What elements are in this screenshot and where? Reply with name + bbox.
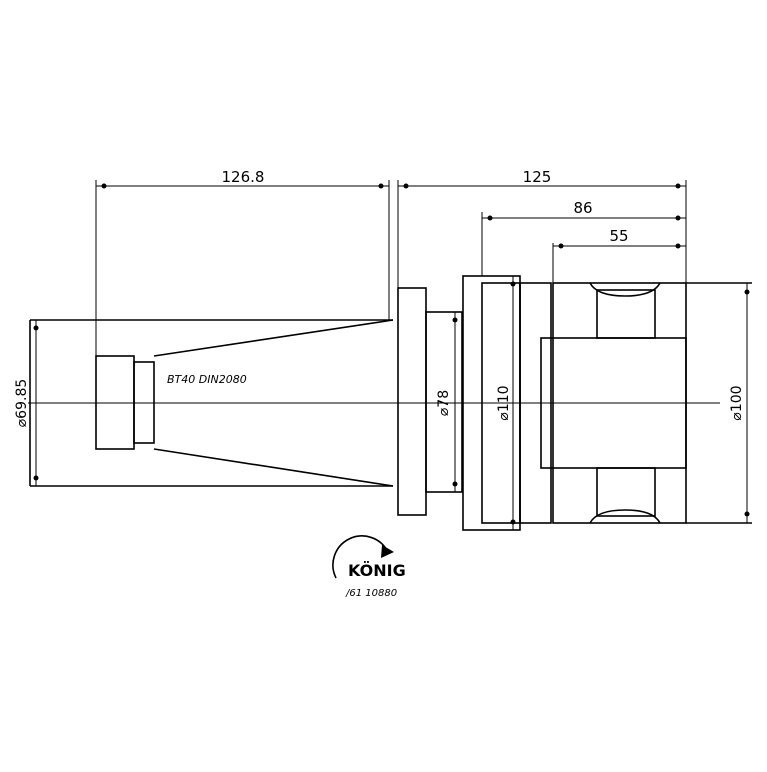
dim-dia-flange: ⌀78 <box>436 390 452 416</box>
dimension-lines <box>33 180 750 530</box>
koenig-logo: KÖNIG /61 10880 <box>332 535 406 599</box>
dim-dia-wheel: ⌀100 <box>729 385 745 420</box>
dim-125: 125 <box>523 168 552 186</box>
brand-name: KÖNIG <box>348 561 406 580</box>
dim-55: 55 <box>609 227 628 245</box>
taper-shank <box>29 319 394 487</box>
dim-dia-body: ⌀110 <box>496 385 512 420</box>
part-label: BT40 DIN2080 <box>167 373 247 386</box>
dim-126-8: 126.8 <box>222 168 265 186</box>
wheel-body <box>540 282 752 524</box>
dim-86: 86 <box>573 199 592 217</box>
flange <box>397 275 552 531</box>
brand-code: /61 10880 <box>345 588 397 599</box>
dim-dia-taper: ⌀69.85 <box>14 379 30 428</box>
